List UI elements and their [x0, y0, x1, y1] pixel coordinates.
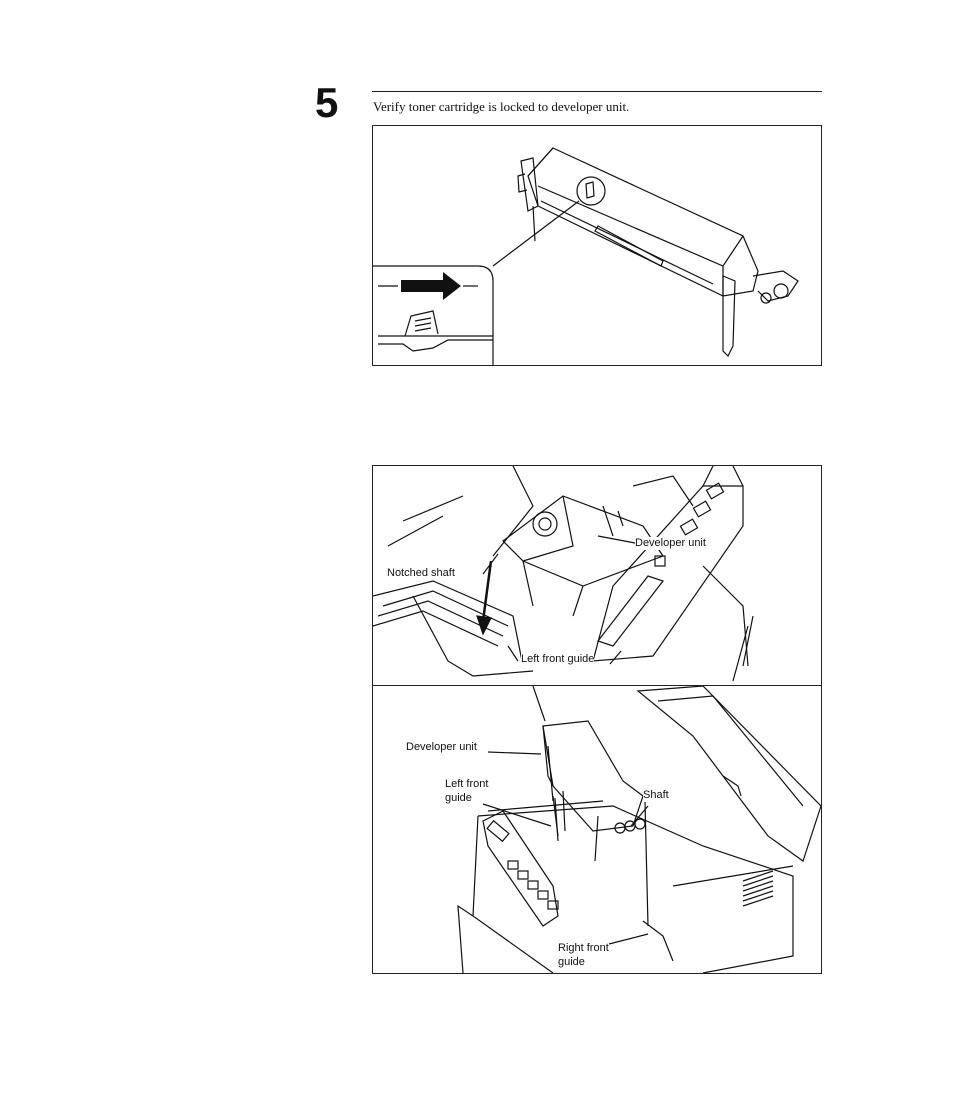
label-left-front-guide-bottom-line1: Left front	[445, 778, 488, 791]
step-number: 5	[315, 82, 338, 124]
label-right-front-guide-line1: Right front	[558, 942, 609, 955]
toner-lock-figure	[372, 125, 822, 366]
label-right-front-guide-line2: guide	[558, 956, 585, 969]
label-shaft: Shaft	[643, 789, 669, 802]
label-notched-shaft: Notched shaft	[387, 567, 455, 580]
printer-overview-figure: Developer unit Left front guide Shaft Ri…	[372, 685, 822, 974]
printer-open-illustration	[373, 686, 821, 973]
step-instruction: Verify toner cartridge is locked to deve…	[373, 99, 629, 115]
toner-cartridge-illustration	[373, 126, 821, 365]
label-left-front-guide-top: Left front guide	[521, 653, 594, 666]
developer-unit-install-figure: Developer unit Notched shaft Left front …	[372, 465, 822, 687]
label-developer-unit-bottom: Developer unit	[406, 741, 477, 754]
label-left-front-guide-bottom-line2: guide	[445, 792, 472, 805]
section-rule	[372, 91, 822, 92]
label-developer-unit-top: Developer unit	[635, 537, 706, 550]
